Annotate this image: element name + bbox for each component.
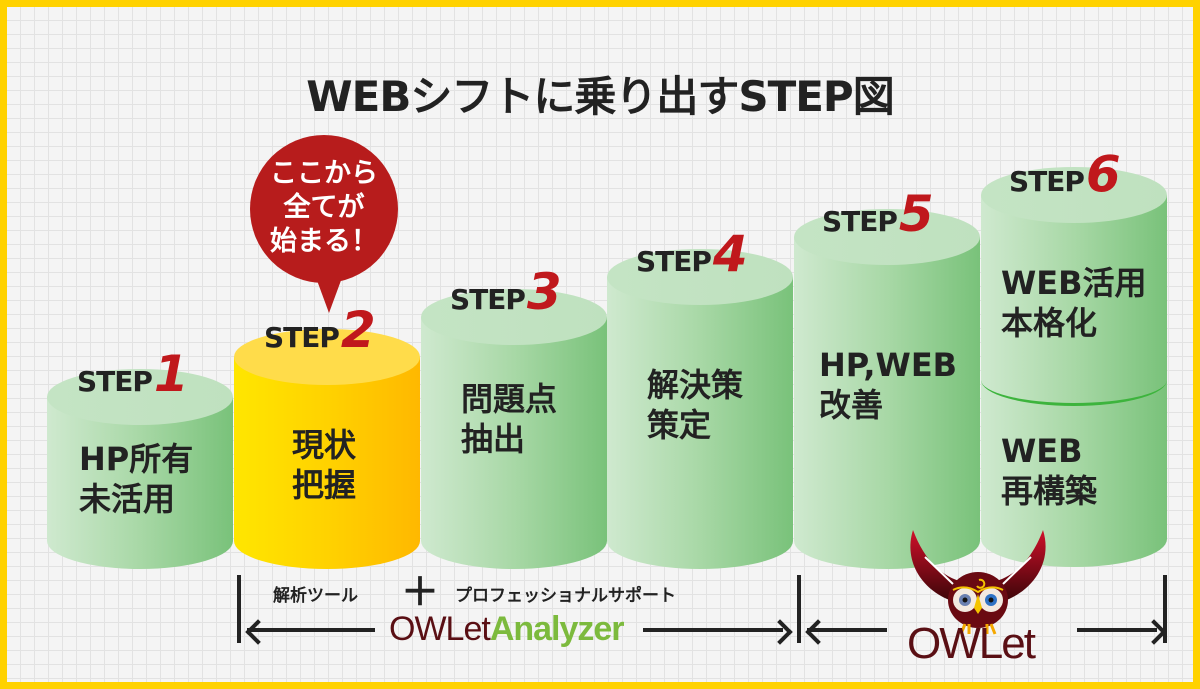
brand-owlet-text: OWLet [389, 610, 491, 648]
owlet-arrow-right-line [1077, 628, 1157, 632]
cylinder-body [607, 277, 793, 569]
step-prefix: STEP [1009, 165, 1085, 198]
step-text-line: 解決策 [647, 366, 744, 404]
step-text-line: HP,WEB [819, 346, 958, 384]
step-prefix: STEP [450, 283, 526, 316]
step-3-cylinder [421, 289, 607, 569]
owlet-arrow-left-line [807, 628, 887, 632]
professional-support-label: プロフェッショナルサポート [455, 586, 676, 606]
step-number: 6 [1085, 145, 1121, 203]
range-bar-left [237, 575, 241, 643]
step-text-line: 把握 [292, 466, 357, 504]
cylinder-section-divider [981, 377, 1167, 406]
step-number: 2 [340, 301, 376, 359]
step-number: 1 [153, 345, 189, 403]
step-prefix: STEP [636, 245, 712, 278]
cylinder-body [794, 237, 980, 569]
cylinder-top [981, 167, 1167, 223]
step-text-line: 抽出 [461, 420, 526, 458]
step-3-label: STEP3 [450, 263, 562, 321]
step-5-label: STEP5 [822, 185, 934, 243]
callout-bubble: ここから 全てが 始まる！ [250, 135, 398, 283]
step-text-line: HP所有 [79, 440, 194, 478]
step-1-text: HP所有 未活用 [79, 439, 193, 519]
step-text-line: 本格化 [1001, 304, 1098, 342]
step-number: 4 [712, 225, 748, 283]
step-4-text: 解決策 策定 [647, 365, 743, 445]
arrow-left-line [247, 628, 375, 632]
range-bar-right [1163, 575, 1167, 643]
plus-icon: ＋ [401, 570, 440, 614]
step-text-line: 問題点 [461, 380, 558, 418]
range-bar-middle [797, 575, 801, 643]
cylinder-top [794, 209, 980, 265]
arrow-right-line [643, 628, 783, 632]
step-6-text-lower: WEB 再構築 [1001, 431, 1097, 511]
step-4-cylinder [607, 249, 793, 569]
cylinder-body [47, 397, 233, 569]
brand-analyzer-text: Analyzer [489, 610, 625, 648]
step-3-text: 問題点 抽出 [461, 379, 557, 459]
owlet-logo-text: OWLet [907, 619, 1036, 669]
step-number: 5 [898, 185, 934, 243]
step-2-cylinder [234, 329, 420, 569]
step-prefix: STEP [77, 365, 153, 398]
owl-logo-icon [910, 530, 1046, 635]
step-text-line: 策定 [647, 406, 712, 444]
step-2-label: STEP2 [264, 301, 376, 359]
step-4-label: STEP4 [636, 225, 748, 283]
step-1-cylinder [47, 369, 233, 569]
step-text-line: WEB [1001, 432, 1083, 470]
arrow-right-head-icon [767, 619, 793, 645]
step-number: 3 [526, 263, 562, 321]
analysis-tool-label: 解析ツール [273, 586, 358, 606]
cylinder-top [421, 289, 607, 345]
cylinder-body [421, 317, 607, 569]
step-text-line: 現状 [292, 426, 357, 464]
callout-line: 全てが [283, 192, 365, 223]
arrow-left-head-icon [245, 619, 271, 645]
callout-line: 始まる！ [270, 226, 378, 257]
step-5-text: HP,WEB 改善 [819, 345, 957, 425]
brand-owlet-text: OWLet [907, 619, 1036, 668]
step-prefix: STEP [822, 205, 898, 238]
callout-line: ここから [270, 158, 378, 189]
owlet-arrow-left-head-icon [805, 619, 831, 645]
cylinder-top [47, 369, 233, 425]
step-prefix: STEP [264, 321, 340, 354]
step-6-text-upper: WEB活用 本格化 [1001, 263, 1147, 343]
cylinder-body [234, 357, 420, 569]
owlet-analyzer-logo: OWLetAnalyzer [389, 610, 625, 649]
step-2-text: 現状 把握 [292, 425, 356, 505]
step-6-cylinder [981, 167, 1167, 567]
step-text-line: WEB活用 [1001, 264, 1147, 302]
step-1-label: STEP1 [77, 345, 189, 403]
step-text-line: 改善 [819, 386, 884, 424]
step-6-label: STEP6 [1009, 145, 1121, 203]
cylinder-top [234, 329, 420, 385]
step-5-cylinder [794, 209, 980, 569]
cylinder-top [607, 249, 793, 305]
step-text-line: 再構築 [1001, 472, 1098, 510]
step-text-line: 未活用 [79, 480, 176, 518]
page-title: WEBシフトに乗り出すSTEP図 [306, 72, 894, 121]
